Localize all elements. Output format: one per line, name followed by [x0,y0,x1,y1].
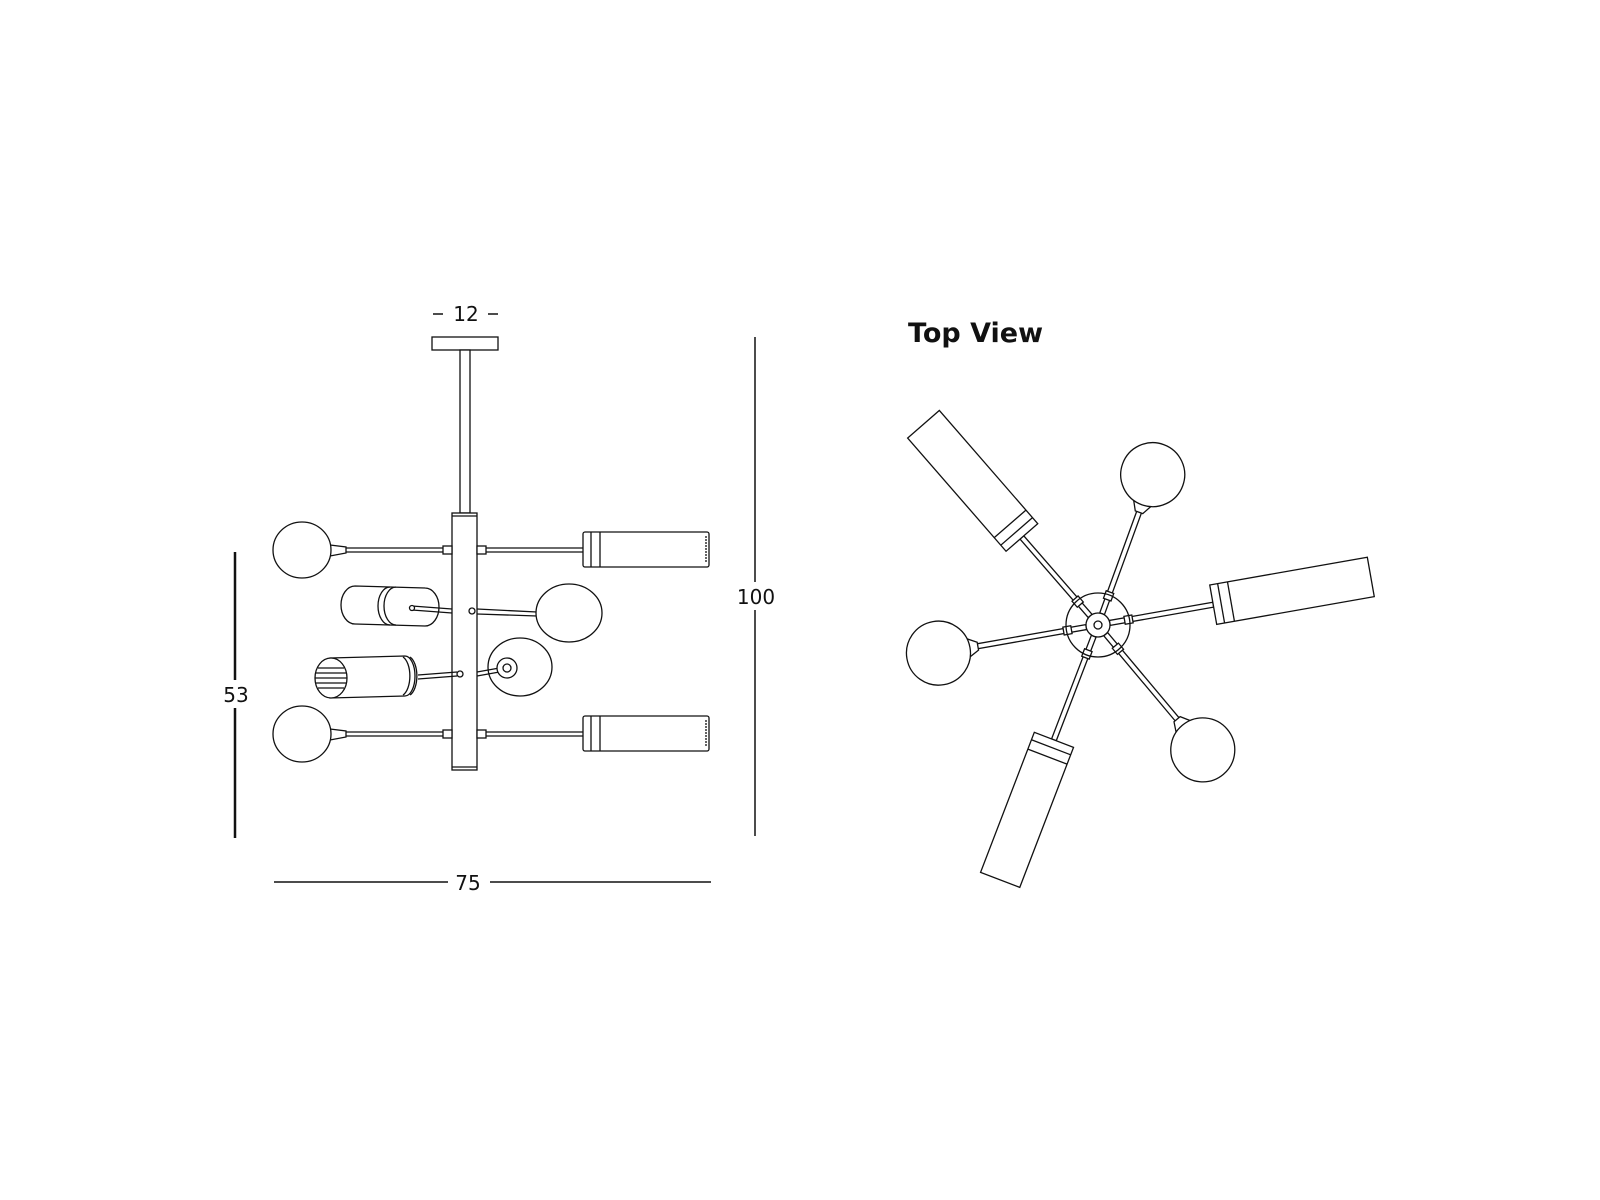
canopy-outline [1065,592,1131,658]
arm-cylinder-mid-left [340,585,453,627]
dim-total-width: 75 [455,871,480,895]
dim-body-height: 53 [223,683,248,707]
arm-cylinder-top-right [476,531,710,568]
arm-globe-top-left [272,521,453,579]
top-arm-globe [1098,441,1186,616]
front-view: 12 [223,302,775,895]
glass-globe [1170,717,1236,783]
glass-globe [1120,441,1186,508]
spot-cylinder [329,655,416,699]
top-arm-cylinder [906,409,1093,619]
central-column [451,512,478,771]
top-arm-cylinder [1108,556,1376,627]
suspension-rod [459,349,471,514]
dim-total-height: 100 [737,585,775,609]
spot-cylinder [582,531,710,568]
glass-globe [905,620,972,686]
hub-center [1093,620,1103,630]
top-view: Top View [905,318,1376,889]
dim-canopy-width: 12 [453,302,478,326]
top-arm-globe [1102,631,1236,783]
ceiling-canopy [431,336,499,351]
spot-cylinder [906,409,1039,553]
arm-cylinder-bottom-right [476,715,710,752]
arm-cylinder-lower-left [314,655,464,699]
arm-globe-mid-right [468,583,603,643]
glass-globe [535,583,603,643]
spot-cylinder [582,715,710,752]
spot-cylinder [340,585,440,627]
glass-globe-front [487,637,553,697]
top-view-title: Top View [908,318,1043,349]
spot-cylinder [979,731,1075,889]
top-arm-cylinder [979,634,1097,889]
arm-globe-bottom-left [272,705,453,763]
top-arm-globe [905,620,1088,686]
glass-globe [272,521,332,579]
glass-globe [272,705,332,763]
spot-cylinder [1208,556,1376,626]
arm-disc-lower-right [476,637,553,697]
